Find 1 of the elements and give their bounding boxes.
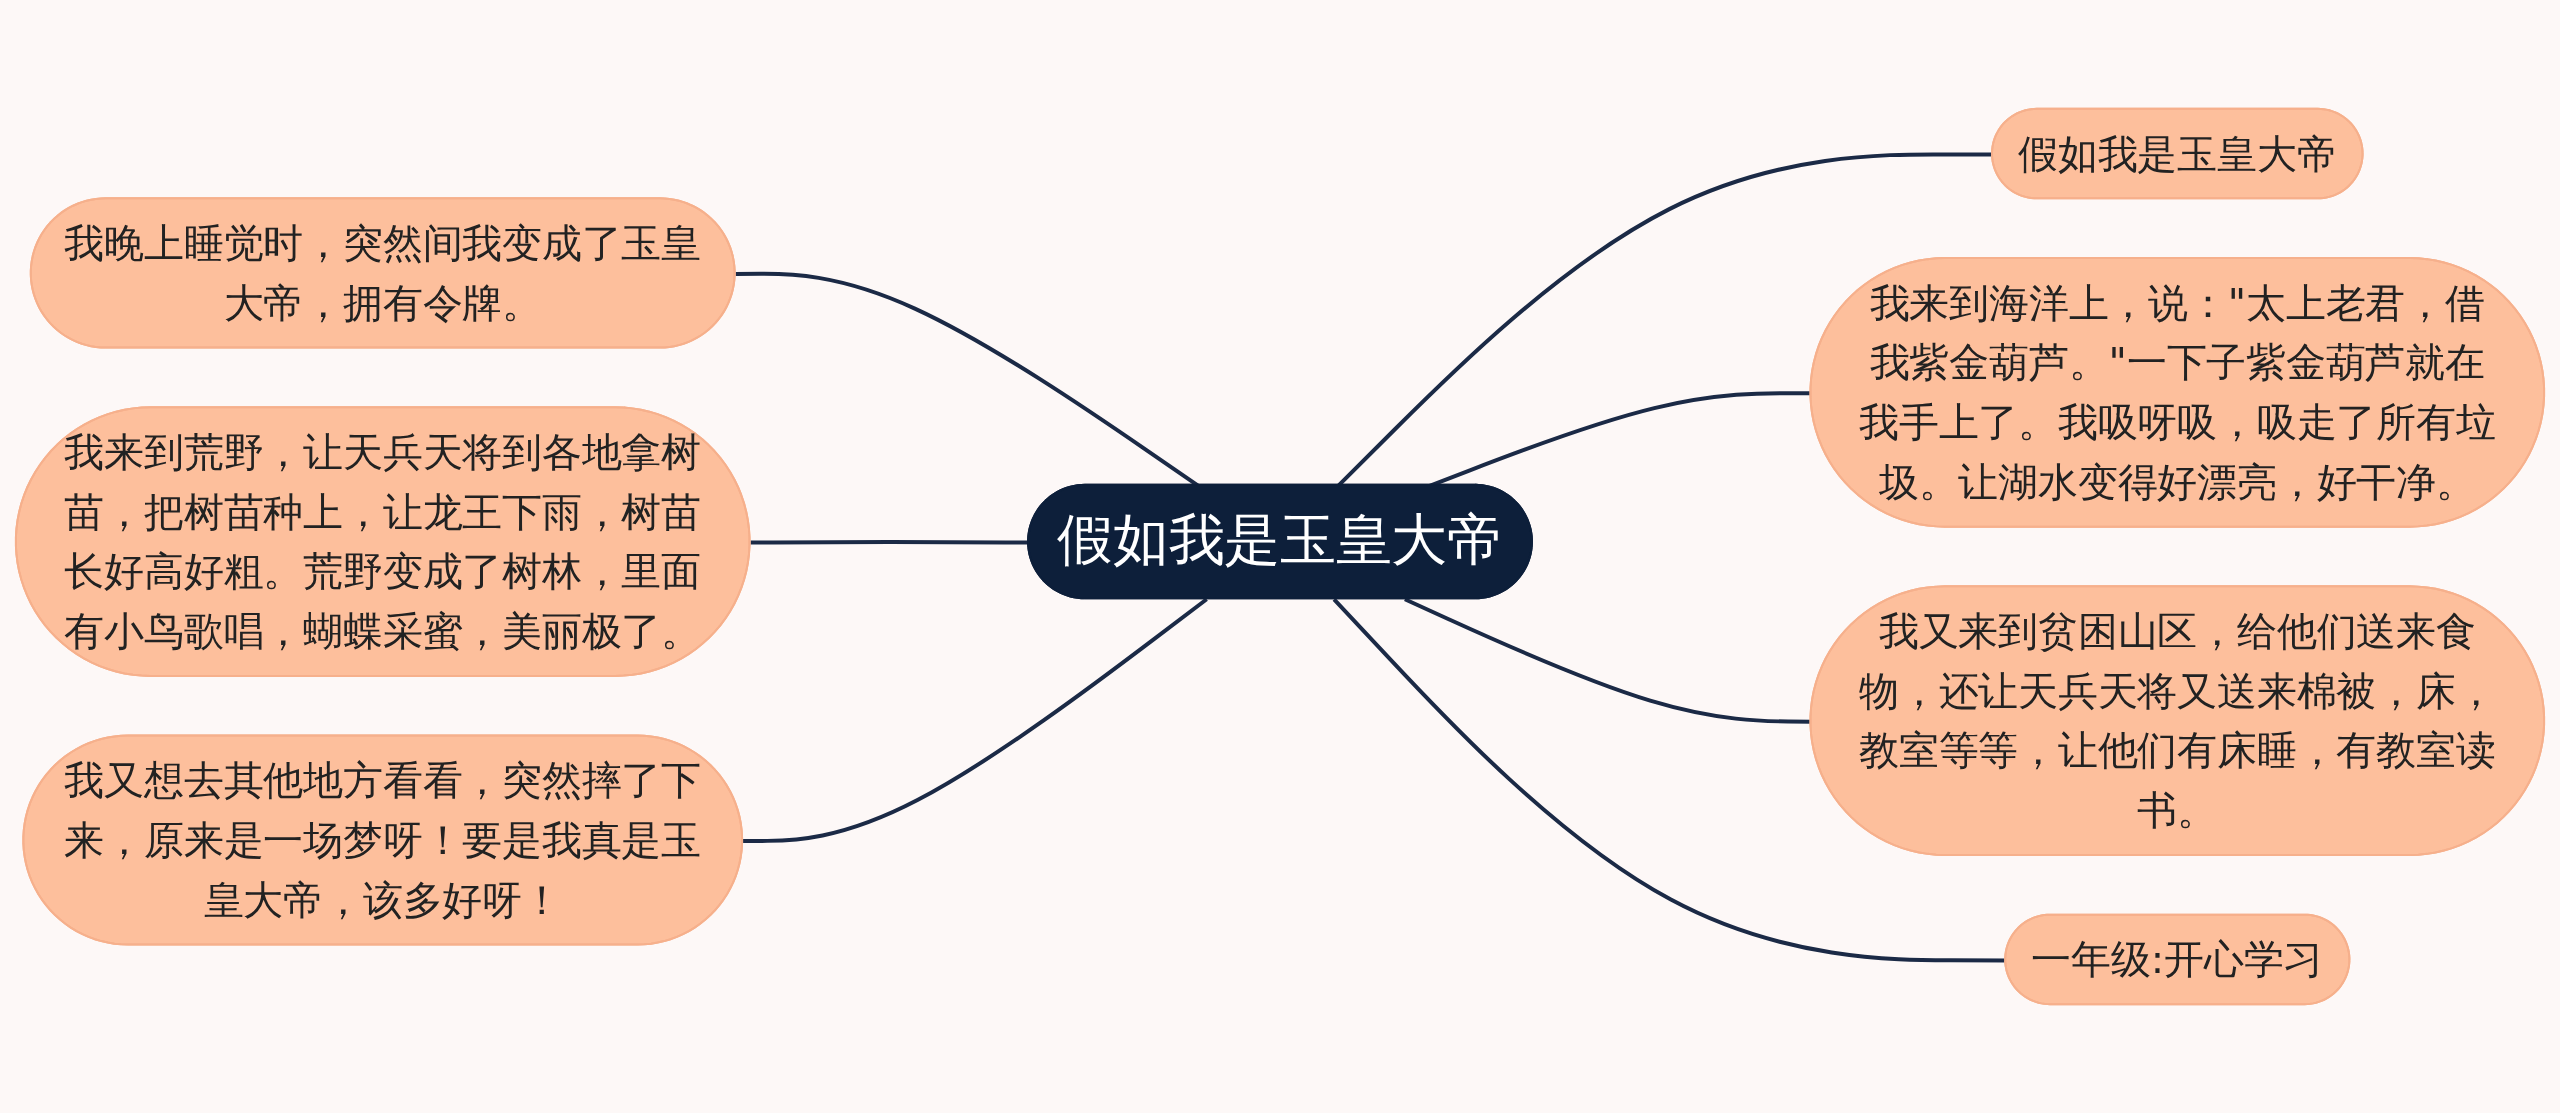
connector bbox=[743, 597, 1208, 844]
